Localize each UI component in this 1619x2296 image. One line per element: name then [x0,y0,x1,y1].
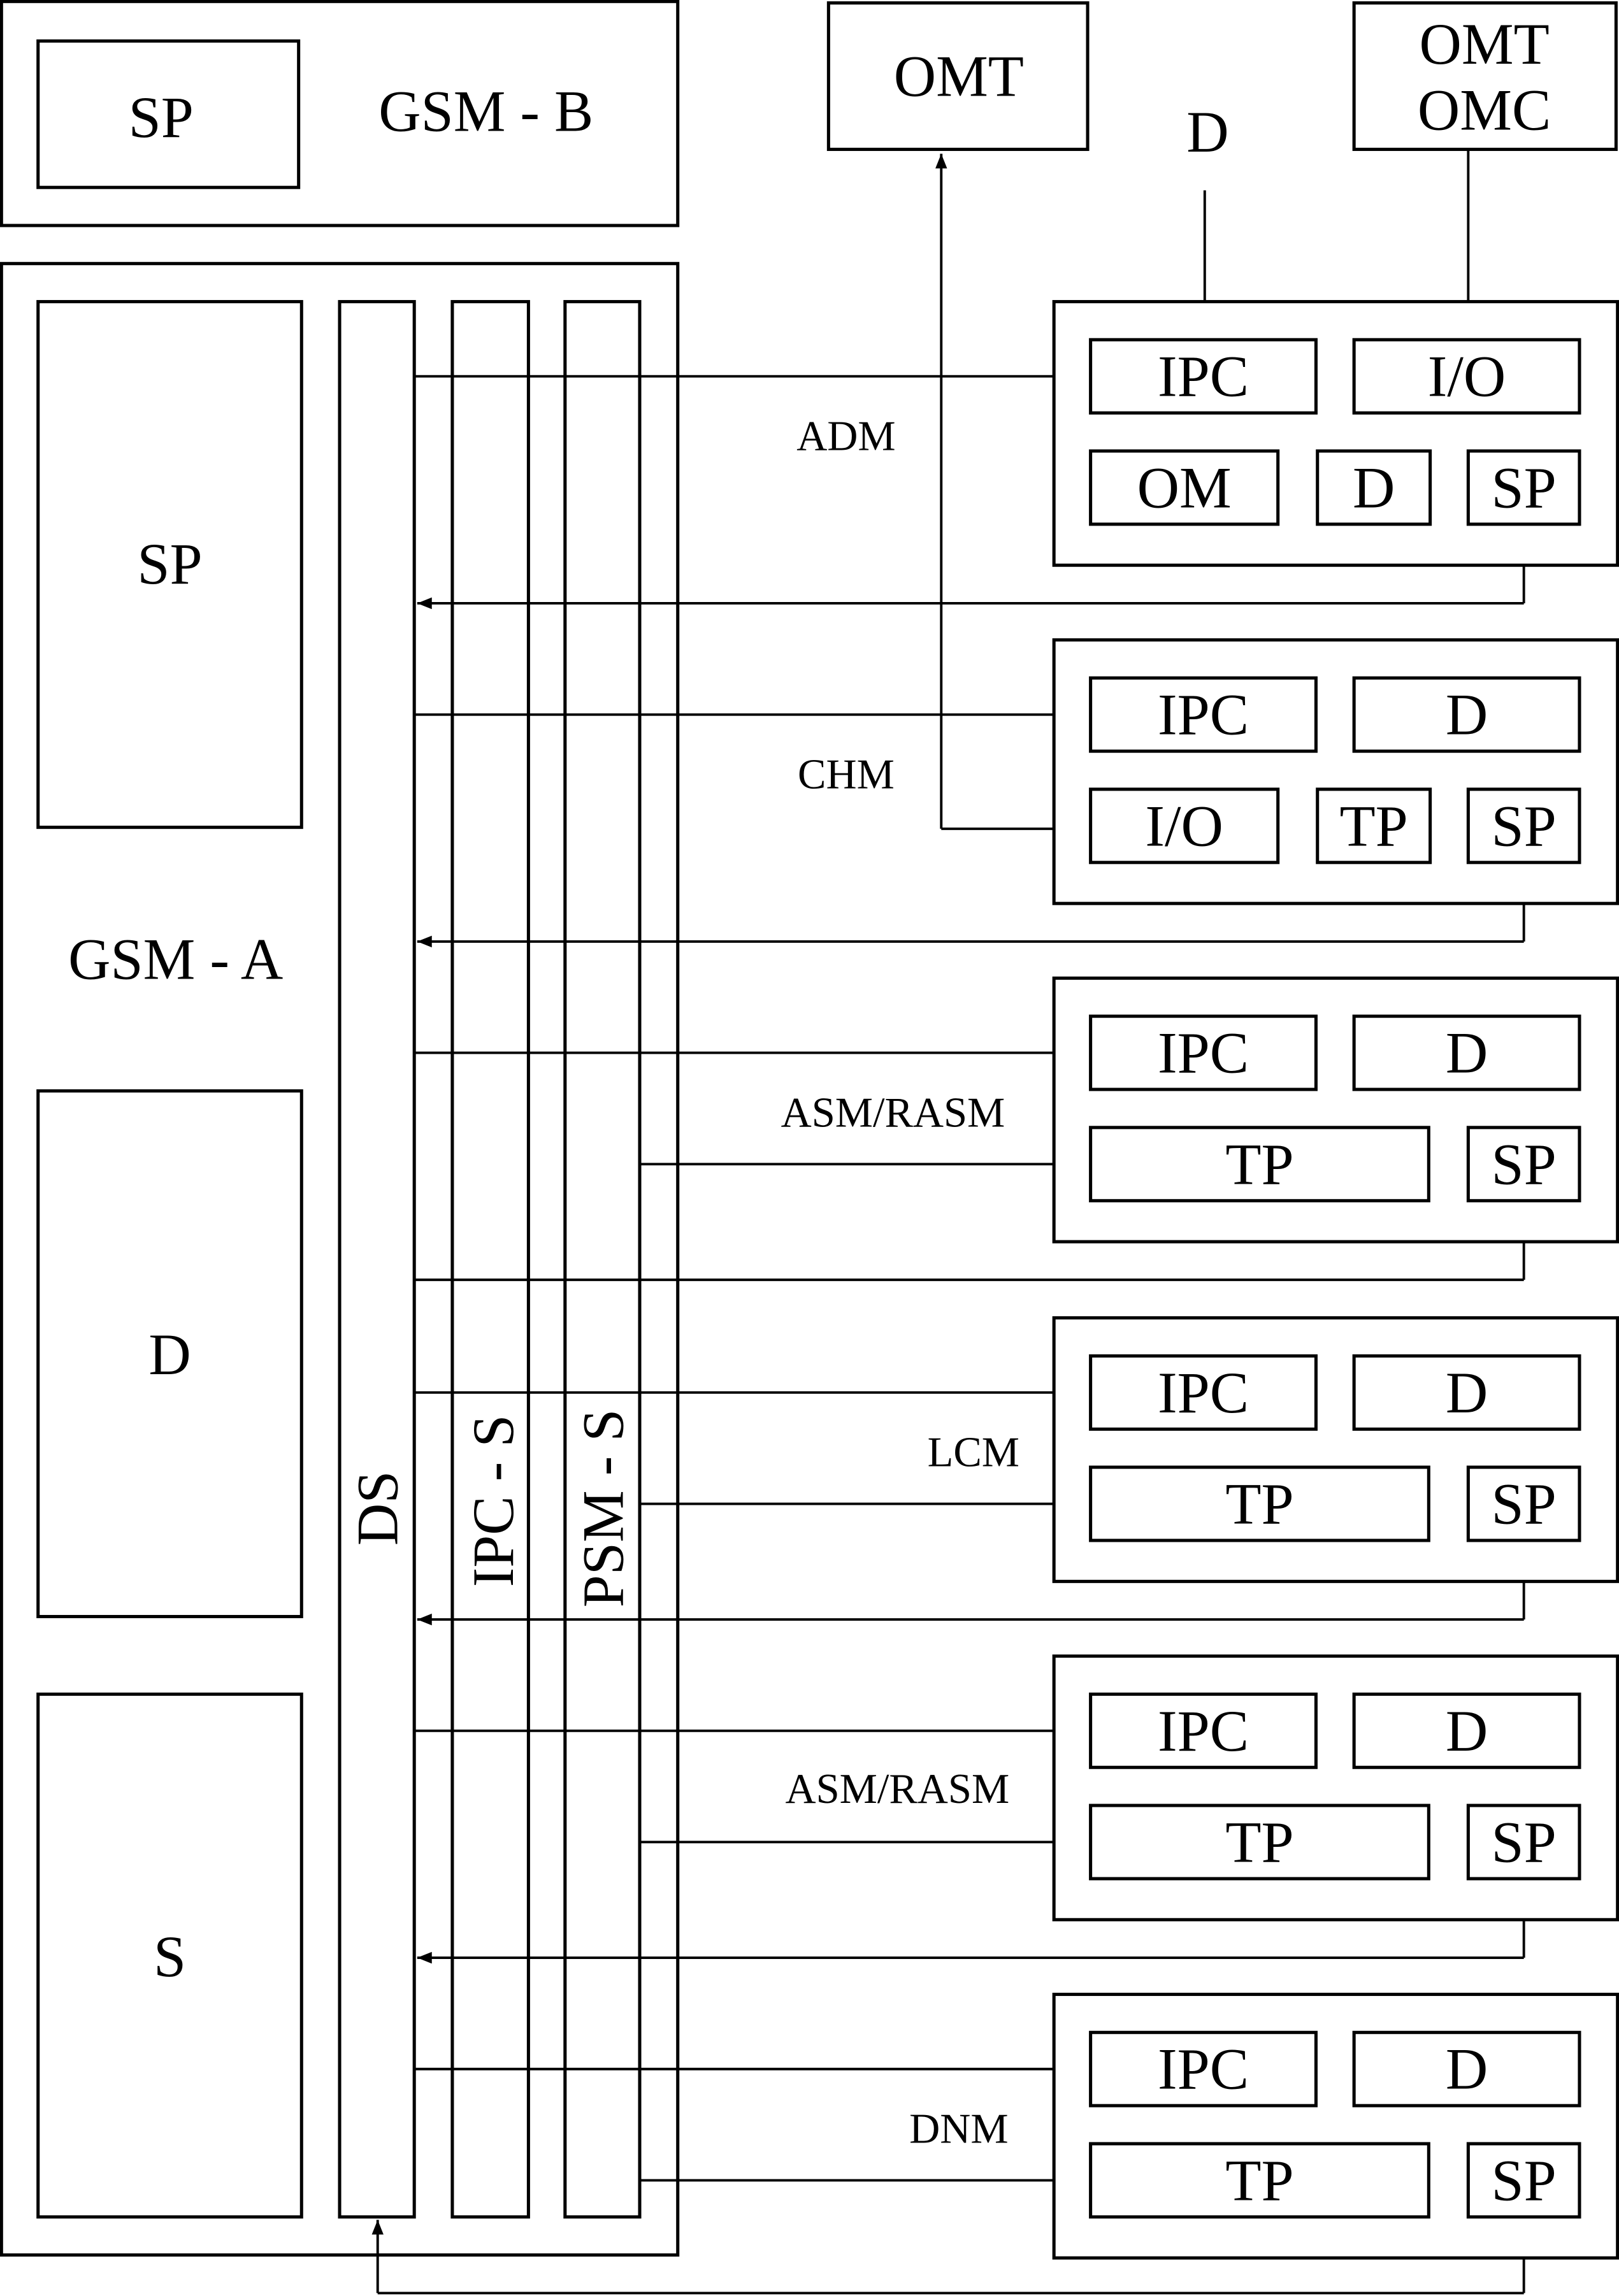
component-label: D [1446,1021,1488,1086]
gsm-a-d-box [36,1089,303,1619]
component-box [1352,1014,1581,1091]
gsm-a-block: SP GSM - A D S [0,262,680,2257]
gsm-a-sp-box [36,299,303,829]
module-5: ASM/RASM IPC D TP SP [785,1654,1619,1921]
component-label: IPC [1158,1360,1249,1425]
gsm-a-s-label: S [154,1924,186,1989]
module-name: ADM [796,413,895,459]
component-label: I/O [1145,793,1223,858]
component-label: IPC [1158,344,1249,409]
component-label: SP [1492,1131,1557,1196]
omt-label: OMT [894,44,1024,109]
component-box [1352,1354,1581,1431]
component-label: IPC [1158,1021,1249,1086]
gsm-a-d-label: D [148,1322,191,1387]
psm-s-label: PSM - S [571,1409,636,1608]
ipc-s-bus [450,299,530,2219]
omt-omc-line2: OMC [1418,77,1551,142]
component-label: D [1446,1360,1488,1425]
component-box [1466,1804,1581,1881]
component-box [1352,1692,1581,1769]
module-name: ASM/RASM [781,1089,1005,1136]
component-box [1089,1014,1318,1091]
omt-omc-box [1352,1,1618,151]
module-name: CHM [798,751,895,798]
bus-labels: DS IPC - S PSM - S [345,1409,636,1608]
component-box [1316,449,1432,526]
component-label: D [1446,682,1488,747]
component-box [1089,1126,1430,1203]
component-box [1089,449,1280,526]
module-name: ASM/RASM [785,1766,1009,1812]
gsm-b-sp-box [36,39,301,189]
component-box [1466,787,1581,865]
module-6: DNM IPC D TP SP [909,1992,1619,2260]
component-box [1089,676,1318,753]
gsm-a-title: GSM - A [68,926,283,991]
component-box [1089,1465,1430,1542]
component-box [1352,676,1581,753]
component-label: D [1446,2037,1488,2102]
module-name: LCM [928,1430,1019,1476]
component-label: I/O [1428,344,1506,409]
component-box [1352,338,1581,415]
component-box [1089,2030,1318,2107]
component-label: D [1353,455,1395,520]
gsm-a-sp-label: SP [137,531,202,596]
component-box [1089,787,1280,865]
component-label: SP [1492,1809,1557,1874]
component-label: D [1446,1698,1488,1763]
externals: OMT OMT OMC D [826,1,1618,164]
component-label: OM [1137,455,1232,520]
component-box [1089,1692,1318,1769]
component-label: TP [1225,2148,1293,2213]
ds-label: DS [345,1471,410,1546]
component-box [1466,1126,1581,1203]
ipc-s-label: IPC - S [461,1415,526,1588]
component-box [1352,2030,1581,2107]
component-label: IPC [1158,1698,1249,1763]
psm-s-bus [563,299,642,2219]
component-label: TP [1225,1472,1293,1537]
gsm-b-block: SP GSM - B [0,0,680,227]
component-label: SP [1492,455,1557,520]
component-label: IPC [1158,2037,1249,2102]
component-box [1089,1354,1318,1431]
component-label: TP [1225,1131,1293,1196]
module-3: ASM/RASM IPC D TP SP [781,976,1619,1244]
module-2: CHM IPC D I/O TP SP [798,638,1619,905]
connectors [371,149,1530,2295]
component-box [1089,338,1318,415]
ds-bus [338,299,416,2219]
component-label: IPC [1158,682,1249,747]
d-input-label: D [1186,99,1228,164]
module-1: ADM IPC I/O OM D SP [796,299,1619,567]
component-box [1089,1804,1430,1881]
component-label: TP [1340,793,1408,858]
gsm-a-s-box [36,1692,303,2219]
omt-omc-line1: OMT [1420,11,1550,76]
component-box [1089,2142,1430,2219]
component-label: SP [1492,1472,1557,1537]
component-box [1466,1465,1581,1542]
component-box [1466,2142,1581,2219]
component-box [1466,449,1581,526]
component-label: SP [1492,793,1557,858]
component-box [1316,787,1432,865]
module-4: LCM IPC D TP SP [928,1316,1619,1583]
gsm-b-sp-label: SP [129,85,194,150]
gsm-b-title: GSM - B [378,79,593,144]
omt-box [826,1,1090,151]
module-name: DNM [909,2106,1008,2152]
component-label: SP [1492,2148,1557,2213]
component-label: TP [1225,1809,1293,1874]
